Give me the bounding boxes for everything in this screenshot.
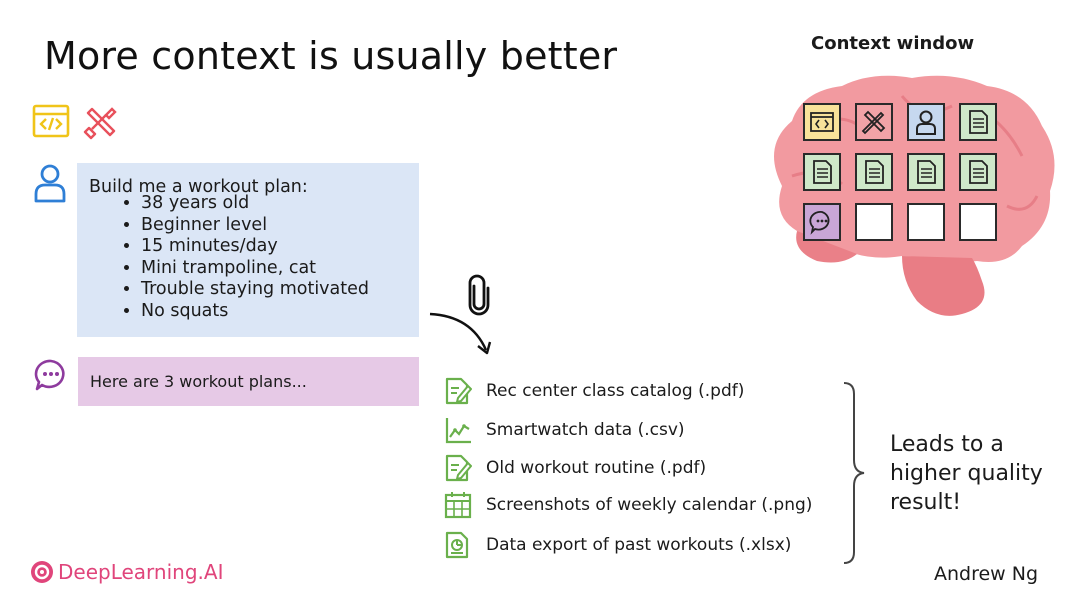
author-name: Andrew Ng	[934, 563, 1039, 585]
file-label: Data export of past workouts (.xlsx)	[486, 535, 792, 555]
deeplearning-logo-icon	[31, 561, 53, 583]
edit-document-icon	[445, 454, 472, 482]
assistant-reply-box: Here are 3 workout plans...	[78, 357, 419, 406]
file-label: Rec center class catalog (.pdf)	[486, 381, 745, 401]
document-icon	[917, 160, 936, 184]
conclusion-line: higher quality	[890, 461, 1043, 486]
paperclip-icon	[466, 274, 492, 321]
logo-text: DeepLearning.AI	[58, 560, 224, 584]
grid-cell-document	[855, 153, 893, 191]
list-item: Trouble staying motivated	[141, 279, 369, 301]
list-item: Beginner level	[141, 215, 369, 237]
document-icon	[865, 160, 884, 184]
curly-brace	[840, 380, 868, 571]
grid-cell-document	[803, 153, 841, 191]
grid-cell-document	[907, 153, 945, 191]
conclusion-line: Leads to a	[890, 432, 1004, 457]
conclusion-line: result!	[890, 490, 962, 515]
page-title: More context is usually better	[44, 34, 618, 78]
file-label: Smartwatch data (.csv)	[486, 420, 685, 440]
document-icon	[969, 160, 988, 184]
chat-bubble-icon	[809, 211, 830, 235]
conclusion-text: Leads to a higher quality result!	[890, 430, 1043, 517]
file-item: Old workout routine (.pdf)	[444, 453, 706, 483]
grid-cell-chat	[803, 203, 841, 241]
spreadsheet-document-icon	[445, 531, 469, 559]
chat-bubble-icon	[34, 358, 68, 397]
tools-icon	[861, 110, 886, 135]
grid-cell-document	[959, 103, 997, 141]
line-chart-icon	[445, 418, 471, 444]
code-window-icon	[810, 112, 834, 132]
grid-cell-user	[907, 103, 945, 141]
list-item: No squats	[141, 301, 369, 323]
code-window-icon	[32, 103, 70, 146]
logo: DeepLearning.AI	[30, 560, 223, 584]
file-item: Screenshots of weekly calendar (.png)	[444, 490, 812, 520]
user-icon	[33, 163, 67, 208]
grid-cell-code	[803, 103, 841, 141]
grid-cell-empty	[855, 203, 893, 241]
context-window-title: Context window	[811, 33, 975, 54]
list-item: 15 minutes/day	[141, 236, 369, 258]
file-item: Rec center class catalog (.pdf)	[444, 376, 744, 406]
user-prompt-box: Build me a workout plan: 38 years old Be…	[77, 163, 419, 337]
file-item: Smartwatch data (.csv)	[444, 415, 685, 445]
grid-cell-document	[959, 153, 997, 191]
document-icon	[969, 110, 988, 134]
file-label: Old workout routine (.pdf)	[486, 458, 707, 478]
edit-document-icon	[445, 377, 472, 405]
tools-icon	[82, 103, 120, 146]
list-item: Mini trampoline, cat	[141, 258, 369, 280]
grid-cell-empty	[907, 203, 945, 241]
list-item: 38 years old	[141, 193, 369, 215]
arrow-icon	[426, 306, 496, 363]
file-label: Screenshots of weekly calendar (.png)	[486, 495, 813, 515]
grid-cell-tools	[855, 103, 893, 141]
prompt-lead: Build me a workout plan:	[89, 177, 308, 197]
reply-text: Here are 3 workout plans...	[90, 372, 307, 391]
grid-cell-empty	[959, 203, 997, 241]
calendar-icon	[444, 492, 472, 519]
file-item: Data export of past workouts (.xlsx)	[444, 530, 791, 560]
user-icon	[916, 110, 936, 135]
prompt-list: 38 years old Beginner level 15 minutes/d…	[109, 193, 369, 323]
document-icon	[813, 160, 832, 184]
